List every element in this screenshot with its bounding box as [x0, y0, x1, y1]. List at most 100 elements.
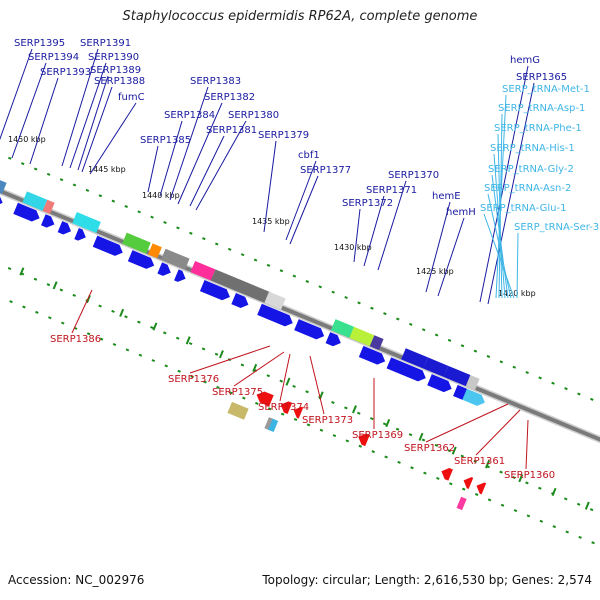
- dotted-track-dash: [46, 172, 51, 176]
- dotted-track-dash: [525, 371, 529, 375]
- forward-leader-line: [377, 180, 407, 271]
- dotted-track-dash: [408, 433, 413, 437]
- dotted-track-dash: [383, 312, 387, 316]
- forward-gene-arrow-shape: [325, 332, 341, 347]
- forward-gene-arrow: [174, 269, 186, 282]
- dotted-track-dash: [305, 279, 310, 283]
- feature-block-shape: [42, 199, 55, 214]
- dotted-track-dash: [227, 247, 232, 251]
- forward-gene-arrow: [358, 345, 386, 365]
- dotted-track-dash: [33, 167, 38, 171]
- forward-gene-label: SERP1391: [80, 38, 131, 49]
- dotted-track-dash: [112, 342, 117, 346]
- track-tick-mark: [119, 308, 125, 317]
- forward-gene-arrow: [325, 332, 341, 347]
- forward-gene-arrow: [74, 227, 86, 241]
- dotted-track-dash: [512, 476, 516, 480]
- dotted-track-dash: [266, 374, 271, 378]
- reverse-feature-block: [227, 401, 249, 420]
- dotted-track-dash: [72, 293, 77, 297]
- feature-block-shape: [443, 365, 471, 387]
- reverse-gene-arrow: [256, 391, 274, 407]
- reverse-leader-line: [279, 353, 291, 402]
- dotted-track-dash: [409, 322, 413, 326]
- dotted-track-dash: [434, 333, 439, 337]
- dotted-track-dash: [331, 290, 335, 294]
- forward-gene-label: SERP1390: [88, 52, 139, 63]
- track-tick-mark: [451, 446, 457, 455]
- dotted-track-dash: [214, 242, 219, 246]
- forward-gene-arrow: [92, 235, 123, 256]
- forward-leader-line: [487, 82, 535, 305]
- forward-gene-label: hemH: [446, 207, 476, 218]
- dotted-track-dash: [201, 347, 206, 351]
- forward-leader-line: [479, 65, 529, 303]
- feature-block-shape: [330, 319, 355, 338]
- reverse-gene-arrow-shape: [293, 406, 304, 419]
- feature-block-shape: [401, 348, 428, 369]
- feature-block-shape: [122, 232, 151, 254]
- dotted-track-dash: [357, 411, 361, 415]
- forward-gene-arrow-shape: [127, 250, 155, 269]
- dotted-track-dash: [474, 493, 479, 497]
- feature-block-shape: [369, 335, 384, 351]
- dotted-track-dash: [279, 379, 283, 383]
- forward-gene-arrow-shape: [57, 221, 72, 235]
- forward-leader-line: [29, 77, 59, 165]
- rna-gene-label: SERP_tRNA-Met-1: [502, 84, 590, 95]
- dotted-track-dash: [591, 541, 595, 545]
- track-tick-mark: [152, 322, 158, 331]
- forward-leader-line: [147, 145, 159, 193]
- reverse-leader-line: [189, 345, 271, 374]
- dotted-track-dash: [138, 353, 143, 357]
- dotted-track-dash: [500, 503, 505, 507]
- rna-gene-label: SERP_tRNA-Ser-3: [514, 222, 599, 233]
- dotted-track-dash: [344, 296, 348, 300]
- dotted-track-dash: [190, 375, 194, 379]
- dotted-track-dash: [163, 221, 167, 225]
- forward-leader-line: [263, 140, 277, 233]
- dotted-track-dash: [255, 401, 259, 405]
- dotted-track-dash: [578, 535, 582, 539]
- kbp-tick-label: 1430 kbp: [334, 243, 372, 252]
- forward-gene-label: SERP1365: [516, 72, 567, 83]
- track-tick-mark: [352, 405, 357, 414]
- dotted-track-dash: [473, 349, 478, 353]
- reverse-feature-block-shape: [456, 496, 467, 511]
- forward-gene-arrow-shape: [74, 227, 86, 241]
- forward-gene-label: SERP1379: [258, 130, 309, 141]
- dotted-track-dash: [137, 210, 141, 214]
- reverse-leader-line: [309, 355, 325, 415]
- forward-gene-label: SERP1382: [204, 92, 255, 103]
- dotted-track-dash: [319, 428, 324, 432]
- feature-block: [148, 243, 162, 259]
- dotted-track-dash: [111, 199, 116, 203]
- dotted-track-dash: [216, 385, 220, 389]
- forward-gene-arrow-shape: [358, 345, 386, 365]
- forward-leader-line: [0, 48, 33, 141]
- dotted-track-dash: [33, 277, 38, 281]
- feature-block-shape: [0, 174, 7, 194]
- dotted-track-dash: [538, 486, 542, 490]
- forward-gene-arrow-shape: [427, 374, 452, 393]
- feature-block: [465, 375, 480, 390]
- track-tick-mark: [551, 487, 557, 496]
- dotted-track-dash: [189, 231, 193, 235]
- forward-gene-arrow: [13, 202, 40, 222]
- dotted-track-dash: [487, 498, 492, 502]
- dotted-track-dash: [175, 336, 180, 340]
- dotted-track-dash: [460, 454, 465, 458]
- kbp-tick-label: 1450 kbp: [8, 135, 46, 144]
- dotted-track-dash: [436, 476, 440, 480]
- forward-gene-arrow-shape: [174, 269, 186, 282]
- forward-gene-label: SERP1383: [190, 76, 241, 87]
- dotted-track-dash: [292, 384, 296, 388]
- forward-gene-arrow-shape: [199, 280, 230, 301]
- feature-block: [264, 291, 286, 310]
- rna-leader-line: [493, 153, 506, 299]
- rna-gene-arrow: [462, 388, 485, 406]
- forward-leader-line: [89, 102, 137, 175]
- reverse-gene-arrow: [476, 482, 487, 495]
- feature-block: [160, 248, 190, 270]
- feature-block: [22, 191, 48, 211]
